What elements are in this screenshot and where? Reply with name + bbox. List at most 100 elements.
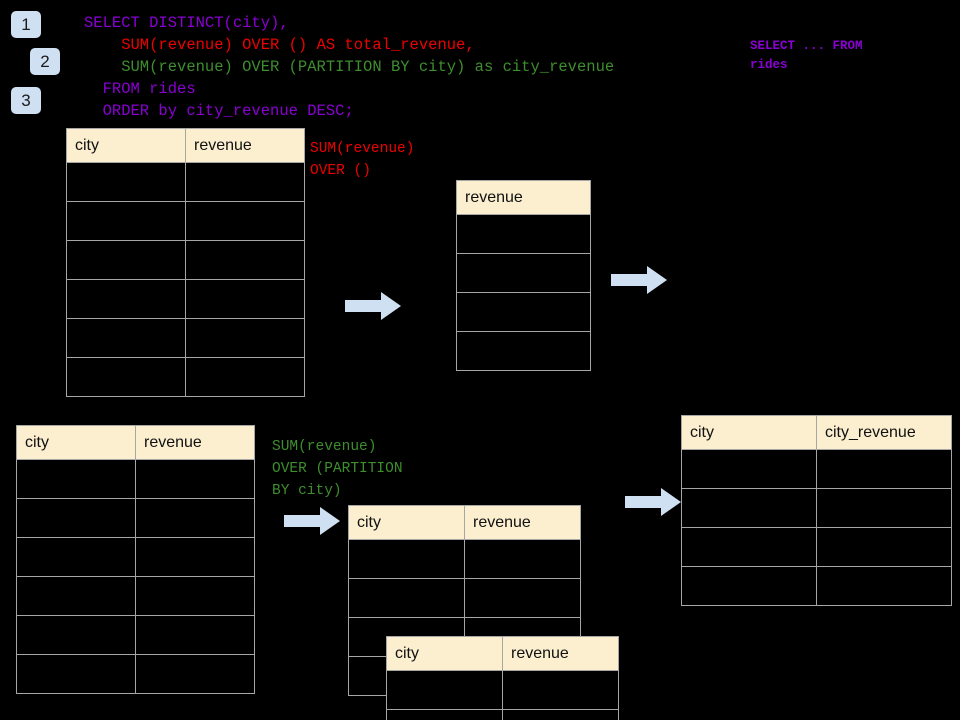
- table-row: [16, 459, 255, 499]
- column-header-revenue: revenue: [464, 505, 581, 540]
- table-row: [348, 578, 581, 618]
- column-header-city: city: [386, 636, 503, 671]
- table-body: [456, 214, 591, 371]
- table-cell: [66, 162, 186, 202]
- table-body: [16, 459, 255, 694]
- table-row: [16, 576, 255, 616]
- sql-line-order-by: ORDER by city_revenue DESC;: [84, 102, 354, 120]
- table-row: [456, 214, 591, 254]
- table-cell: [135, 459, 255, 499]
- table-cell: [16, 498, 136, 538]
- table-header-row: city revenue: [348, 505, 581, 540]
- column-header-city: city: [348, 505, 465, 540]
- table-cell: [185, 162, 305, 202]
- arrow-source-to-partition: [284, 505, 340, 537]
- table-cell: [464, 539, 581, 579]
- rides-source-table-partitioned: city revenue: [16, 425, 255, 694]
- table-row: [681, 488, 952, 528]
- table-row: [66, 162, 305, 202]
- table-cell: [816, 566, 952, 606]
- table-cell: [816, 488, 952, 528]
- rides-source-table: city revenue: [66, 128, 305, 397]
- result-table: city city_revenue: [681, 415, 952, 606]
- table-row: [681, 566, 952, 606]
- table-row: [66, 318, 305, 358]
- table-row: [681, 449, 952, 489]
- table-row: [348, 539, 581, 579]
- table-cell: [681, 566, 817, 606]
- table-cell: [185, 279, 305, 319]
- sql-line-select: SELECT DISTINCT(city),: [84, 14, 289, 32]
- table-header-row: city revenue: [66, 128, 305, 163]
- table-cell: [502, 709, 619, 720]
- table-cell: [16, 459, 136, 499]
- table-cell: [135, 537, 255, 577]
- arrow-partition-to-result: [625, 486, 681, 518]
- table-cell: [135, 654, 255, 694]
- table-cell: [386, 670, 503, 710]
- table-row: [66, 357, 305, 397]
- column-header-city-revenue: city_revenue: [816, 415, 952, 450]
- table-cell: [135, 576, 255, 616]
- column-header-revenue: revenue: [502, 636, 619, 671]
- table-row: [66, 201, 305, 241]
- table-cell: [16, 615, 136, 655]
- table-cell: [66, 240, 186, 280]
- table-cell: [681, 488, 817, 528]
- table-cell: [185, 201, 305, 241]
- annotation-sum-over-empty: SUM(revenue) OVER (): [310, 141, 415, 179]
- sql-line-from: FROM rides: [84, 80, 196, 98]
- arrow-total-to-result: [611, 264, 667, 296]
- table-row: [66, 240, 305, 280]
- table-cell: [816, 527, 952, 567]
- table-cell: [456, 331, 591, 371]
- table-row: [456, 331, 591, 371]
- table-header-row: city revenue: [386, 636, 619, 671]
- table-header-row: city revenue: [16, 425, 255, 460]
- total-revenue-table: revenue: [456, 180, 591, 371]
- table-row: [16, 615, 255, 655]
- annotation-sum-over-partition: SUM(revenue) OVER (PARTITION BY city): [272, 439, 403, 499]
- table-cell: [16, 654, 136, 694]
- table-row: [681, 527, 952, 567]
- annotation-select-from-rides: SELECT ... FROM rides: [750, 39, 863, 72]
- table-cell: [456, 292, 591, 332]
- table-cell: [681, 527, 817, 567]
- table-cell: [16, 576, 136, 616]
- table-body: [66, 162, 305, 397]
- table-cell: [135, 498, 255, 538]
- sql-line-sum-over-empty: SUM(revenue) OVER () AS total_revenue,: [84, 36, 475, 54]
- table-cell: [66, 357, 186, 397]
- table-cell: [66, 279, 186, 319]
- table-cell: [135, 615, 255, 655]
- sql-line-sum-over-partition: SUM(revenue) OVER (PARTITION BY city) as…: [84, 58, 615, 76]
- table-cell: [348, 578, 465, 618]
- table-cell: [185, 357, 305, 397]
- table-cell: [464, 578, 581, 618]
- table-row: [16, 537, 255, 577]
- table-cell: [816, 449, 952, 489]
- column-header-revenue: revenue: [135, 425, 255, 460]
- table-row: [456, 253, 591, 293]
- table-row: [386, 709, 619, 720]
- table-cell: [348, 539, 465, 579]
- table-cell: [386, 709, 503, 720]
- table-row: [16, 654, 255, 694]
- table-cell: [66, 318, 186, 358]
- step-badge-3: 3: [11, 87, 41, 114]
- table-row: [16, 498, 255, 538]
- table-cell: [66, 201, 186, 241]
- table-body: [681, 449, 952, 606]
- table-header-row: city city_revenue: [681, 415, 952, 450]
- step-badge-2: 2: [30, 48, 60, 75]
- column-header-city: city: [681, 415, 817, 450]
- table-cell: [681, 449, 817, 489]
- table-cell: [456, 214, 591, 254]
- arrow-source-to-total: [345, 290, 401, 322]
- table-cell: [185, 240, 305, 280]
- table-row: [386, 670, 619, 710]
- partition-group-table-b: city revenue: [386, 636, 619, 720]
- column-header-city: city: [16, 425, 136, 460]
- table-row: [66, 279, 305, 319]
- table-cell: [16, 537, 136, 577]
